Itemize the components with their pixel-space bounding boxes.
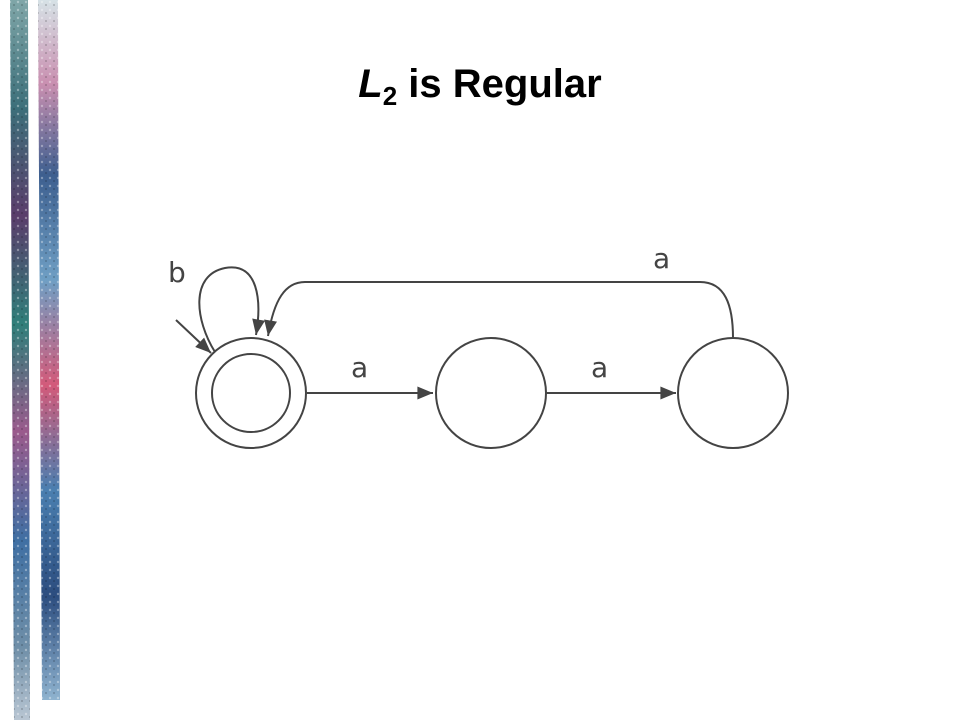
- slide-title: L2 is Regular: [0, 58, 960, 110]
- start-arrow: [175, 319, 212, 354]
- state-q2: [677, 337, 789, 449]
- label-edge-q0-q1: a: [351, 351, 368, 384]
- label-edge-q1-q2: a: [591, 351, 608, 384]
- label-return-edge: a: [653, 242, 670, 275]
- title-rest: is Regular: [397, 62, 602, 106]
- self-loop-edge: [198, 266, 266, 353]
- label-self-loop: b: [168, 256, 186, 289]
- title-variable: L: [358, 62, 383, 106]
- decorative-side-strips: [10, 0, 60, 720]
- title-subscript: 2: [382, 81, 398, 111]
- state-q1: [435, 337, 547, 449]
- return-edge: [264, 281, 734, 339]
- state-q0-inner: [211, 353, 291, 433]
